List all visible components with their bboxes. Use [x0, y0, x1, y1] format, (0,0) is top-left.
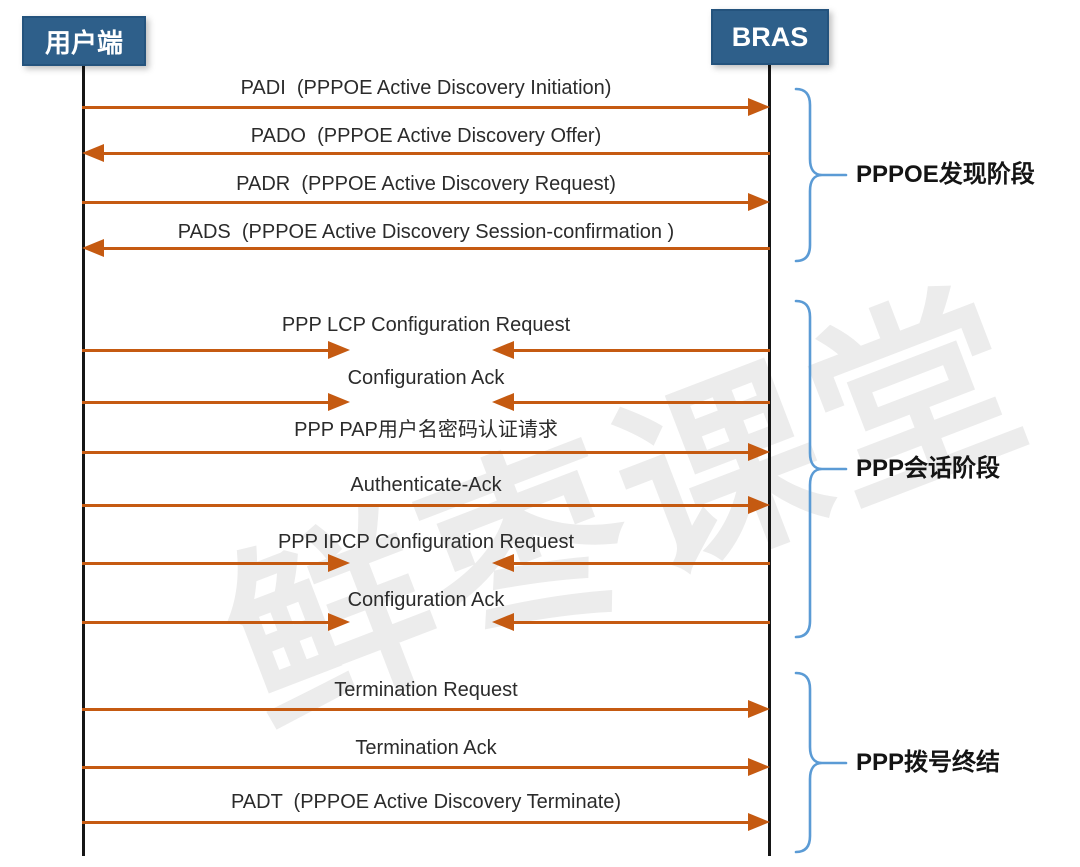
arrowhead-right-icon: [748, 98, 770, 116]
phase-label-termination: PPP拨号终结: [856, 749, 1001, 776]
phase-label-session: PPP会话阶段: [856, 455, 1001, 482]
arrowhead-left-icon: [492, 554, 514, 572]
arrowhead-right-icon: [748, 813, 770, 831]
arrowhead-right-icon: [748, 700, 770, 718]
phase-bracket-termination: [794, 671, 848, 854]
arrowhead-left-icon: [82, 239, 104, 257]
message-arrow-line: [82, 621, 328, 624]
message-arrow-line: [82, 451, 748, 454]
phase-bracket-discovery: [794, 87, 848, 263]
message-arrow-line: [82, 562, 328, 565]
arrowhead-right-icon: [328, 554, 350, 572]
message-arrow-line: [82, 821, 748, 824]
message-label: PADI (PPPOE Active Discovery Initiation): [240, 77, 612, 99]
actor-box-client: 用户端: [22, 16, 146, 66]
message-arrow-line: [104, 247, 770, 250]
actor-label-client: 用户端: [44, 27, 123, 58]
message-arrow-line: [82, 504, 748, 507]
message-arrow-line: [514, 562, 770, 565]
actor-box-bras: BRAS: [711, 9, 829, 65]
arrowhead-right-icon: [748, 758, 770, 776]
message-label: PPP PAP用户名密码认证请求: [294, 419, 558, 441]
lifeline-client: [82, 64, 85, 856]
arrowhead-right-icon: [748, 496, 770, 514]
message-arrow-line: [514, 621, 770, 624]
message-arrow-line: [82, 106, 748, 109]
message-arrow-line: [82, 401, 328, 404]
message-label: PADS (PPPOE Active Discovery Session-con…: [177, 221, 675, 243]
message-label: PADT (PPPOE Active Discovery Terminate): [230, 791, 622, 813]
message-label: PPP IPCP Configuration Request: [277, 531, 575, 553]
arrowhead-left-icon: [492, 393, 514, 411]
message-arrow-line: [82, 201, 748, 204]
actor-label-bras: BRAS: [731, 21, 809, 52]
message-label: Configuration Ack: [347, 367, 505, 389]
message-label: Authenticate-Ack: [350, 474, 502, 496]
message-arrow-line: [104, 152, 770, 155]
message-arrow-line: [514, 349, 770, 352]
arrowhead-left-icon: [492, 341, 514, 359]
message-label: PADR (PPPOE Active Discovery Request): [236, 173, 616, 195]
message-label: PADO (PPPOE Active Discovery Offer): [250, 125, 602, 147]
phase-bracket-session: [794, 299, 848, 639]
arrowhead-right-icon: [328, 613, 350, 631]
phase-label-discovery: PPPOE发现阶段: [856, 161, 1035, 188]
arrowhead-right-icon: [748, 443, 770, 461]
message-label: Configuration Ack: [347, 589, 505, 611]
message-arrow-line: [514, 401, 770, 404]
message-arrow-line: [82, 349, 328, 352]
message-label: Termination Request: [334, 679, 518, 701]
arrowhead-left-icon: [82, 144, 104, 162]
arrowhead-right-icon: [748, 193, 770, 211]
arrowhead-left-icon: [492, 613, 514, 631]
message-arrow-line: [82, 708, 748, 711]
message-label: Termination Ack: [355, 737, 497, 759]
message-arrow-line: [82, 766, 748, 769]
arrowhead-right-icon: [328, 393, 350, 411]
arrowhead-right-icon: [328, 341, 350, 359]
message-label: PPP LCP Configuration Request: [281, 314, 571, 336]
